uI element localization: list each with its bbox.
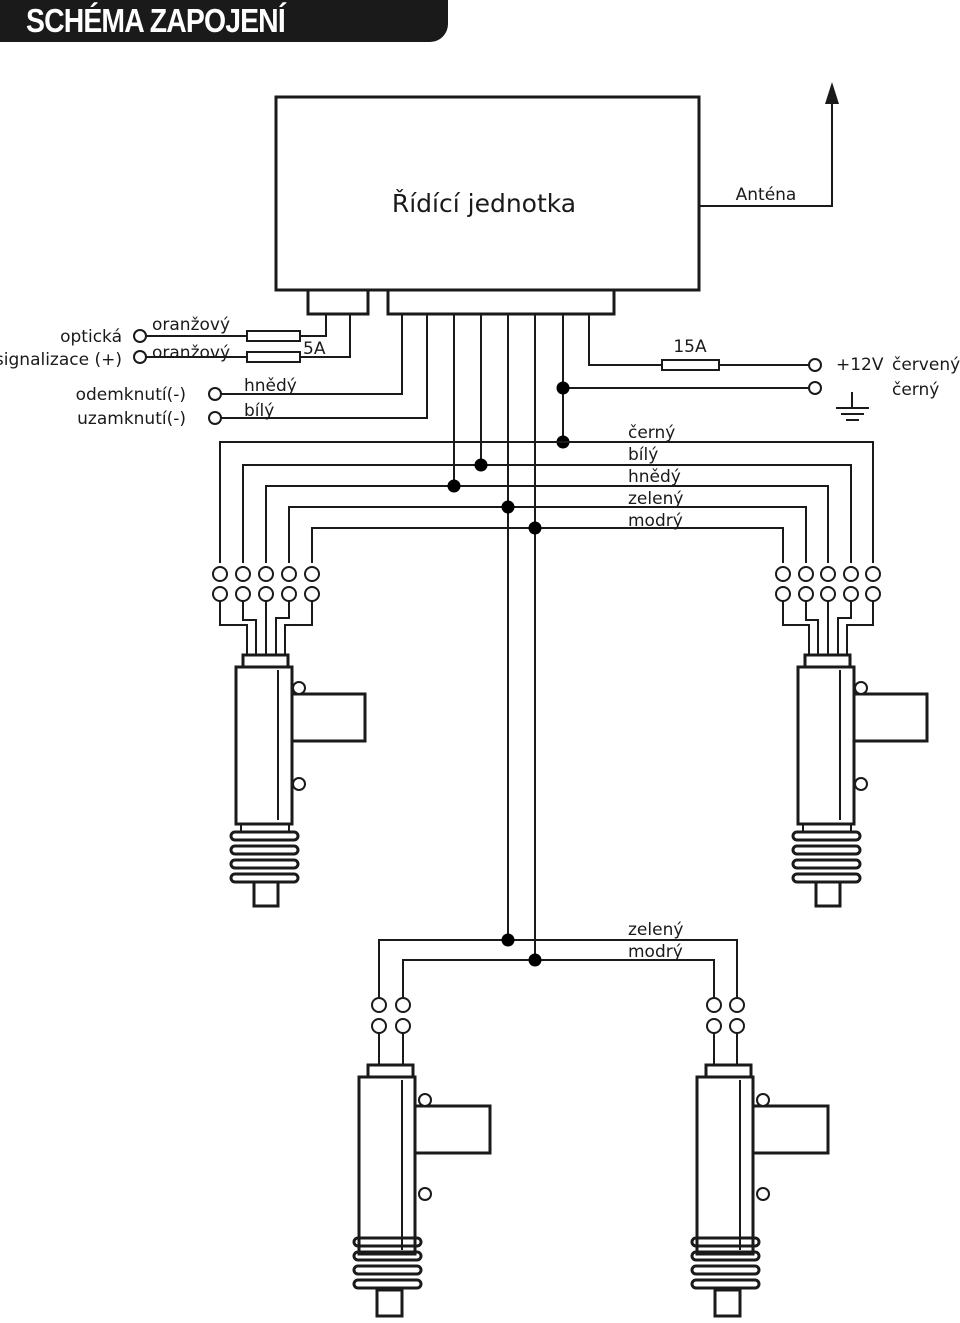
terminal-unlock [208, 387, 222, 401]
black-label: černý [892, 380, 939, 400]
control-unit-label: Řídící jednotka [392, 189, 576, 218]
connector-main [386, 288, 616, 316]
header-banner: SCHÉMA ZAPOJENÍ [0, 0, 448, 42]
actuator-rear-right [690, 997, 830, 1318]
fuse-5a-label: 5A [303, 339, 326, 359]
fuse-5a-2 [246, 351, 301, 363]
terminal-lock [208, 411, 222, 425]
page-title: SCHÉMA ZAPOJENÍ [26, 2, 286, 39]
actuator-front-right [775, 566, 929, 908]
terminal-ground [808, 381, 822, 395]
orange-label-1: oranžový [152, 315, 230, 335]
legend-white: bílý [628, 445, 658, 465]
actuator-front-left [212, 566, 367, 908]
legend-brown: hnědý [628, 467, 681, 487]
legend-green: zelený [628, 489, 683, 509]
terminal-signal-1 [133, 329, 147, 343]
brown-label: hnědý [244, 376, 297, 396]
antenna-wire [699, 95, 833, 207]
rear-legend-green: zelený [628, 920, 683, 940]
ground-symbol-icon [836, 392, 869, 421]
fuse-15a [661, 359, 720, 371]
plus12v-label: +12V [836, 355, 884, 375]
lock-label: uzamknutí(-) [77, 409, 186, 429]
fuse-5a-1 [246, 330, 301, 342]
orange-label-2: oranžový [152, 343, 230, 363]
signal-label-2: signalizace (+) [0, 350, 122, 370]
antenna-arrow-icon [825, 82, 839, 104]
white-label: bílý [244, 401, 274, 421]
signal-label-1: optická [60, 327, 122, 347]
terminal-signal-2 [133, 350, 147, 364]
unlock-label: odemknutí(-) [76, 385, 186, 405]
actuator-rear-left [352, 997, 492, 1318]
legend-black: černý [628, 423, 675, 443]
red-label: červený [892, 355, 960, 375]
terminal-plus12v [808, 358, 822, 372]
legend-blue: modrý [628, 511, 683, 531]
connector-small [306, 288, 370, 316]
antenna-label: Anténa [736, 185, 797, 205]
fuse-15a-label: 15A [673, 337, 707, 357]
rear-legend-blue: modrý [628, 942, 683, 962]
